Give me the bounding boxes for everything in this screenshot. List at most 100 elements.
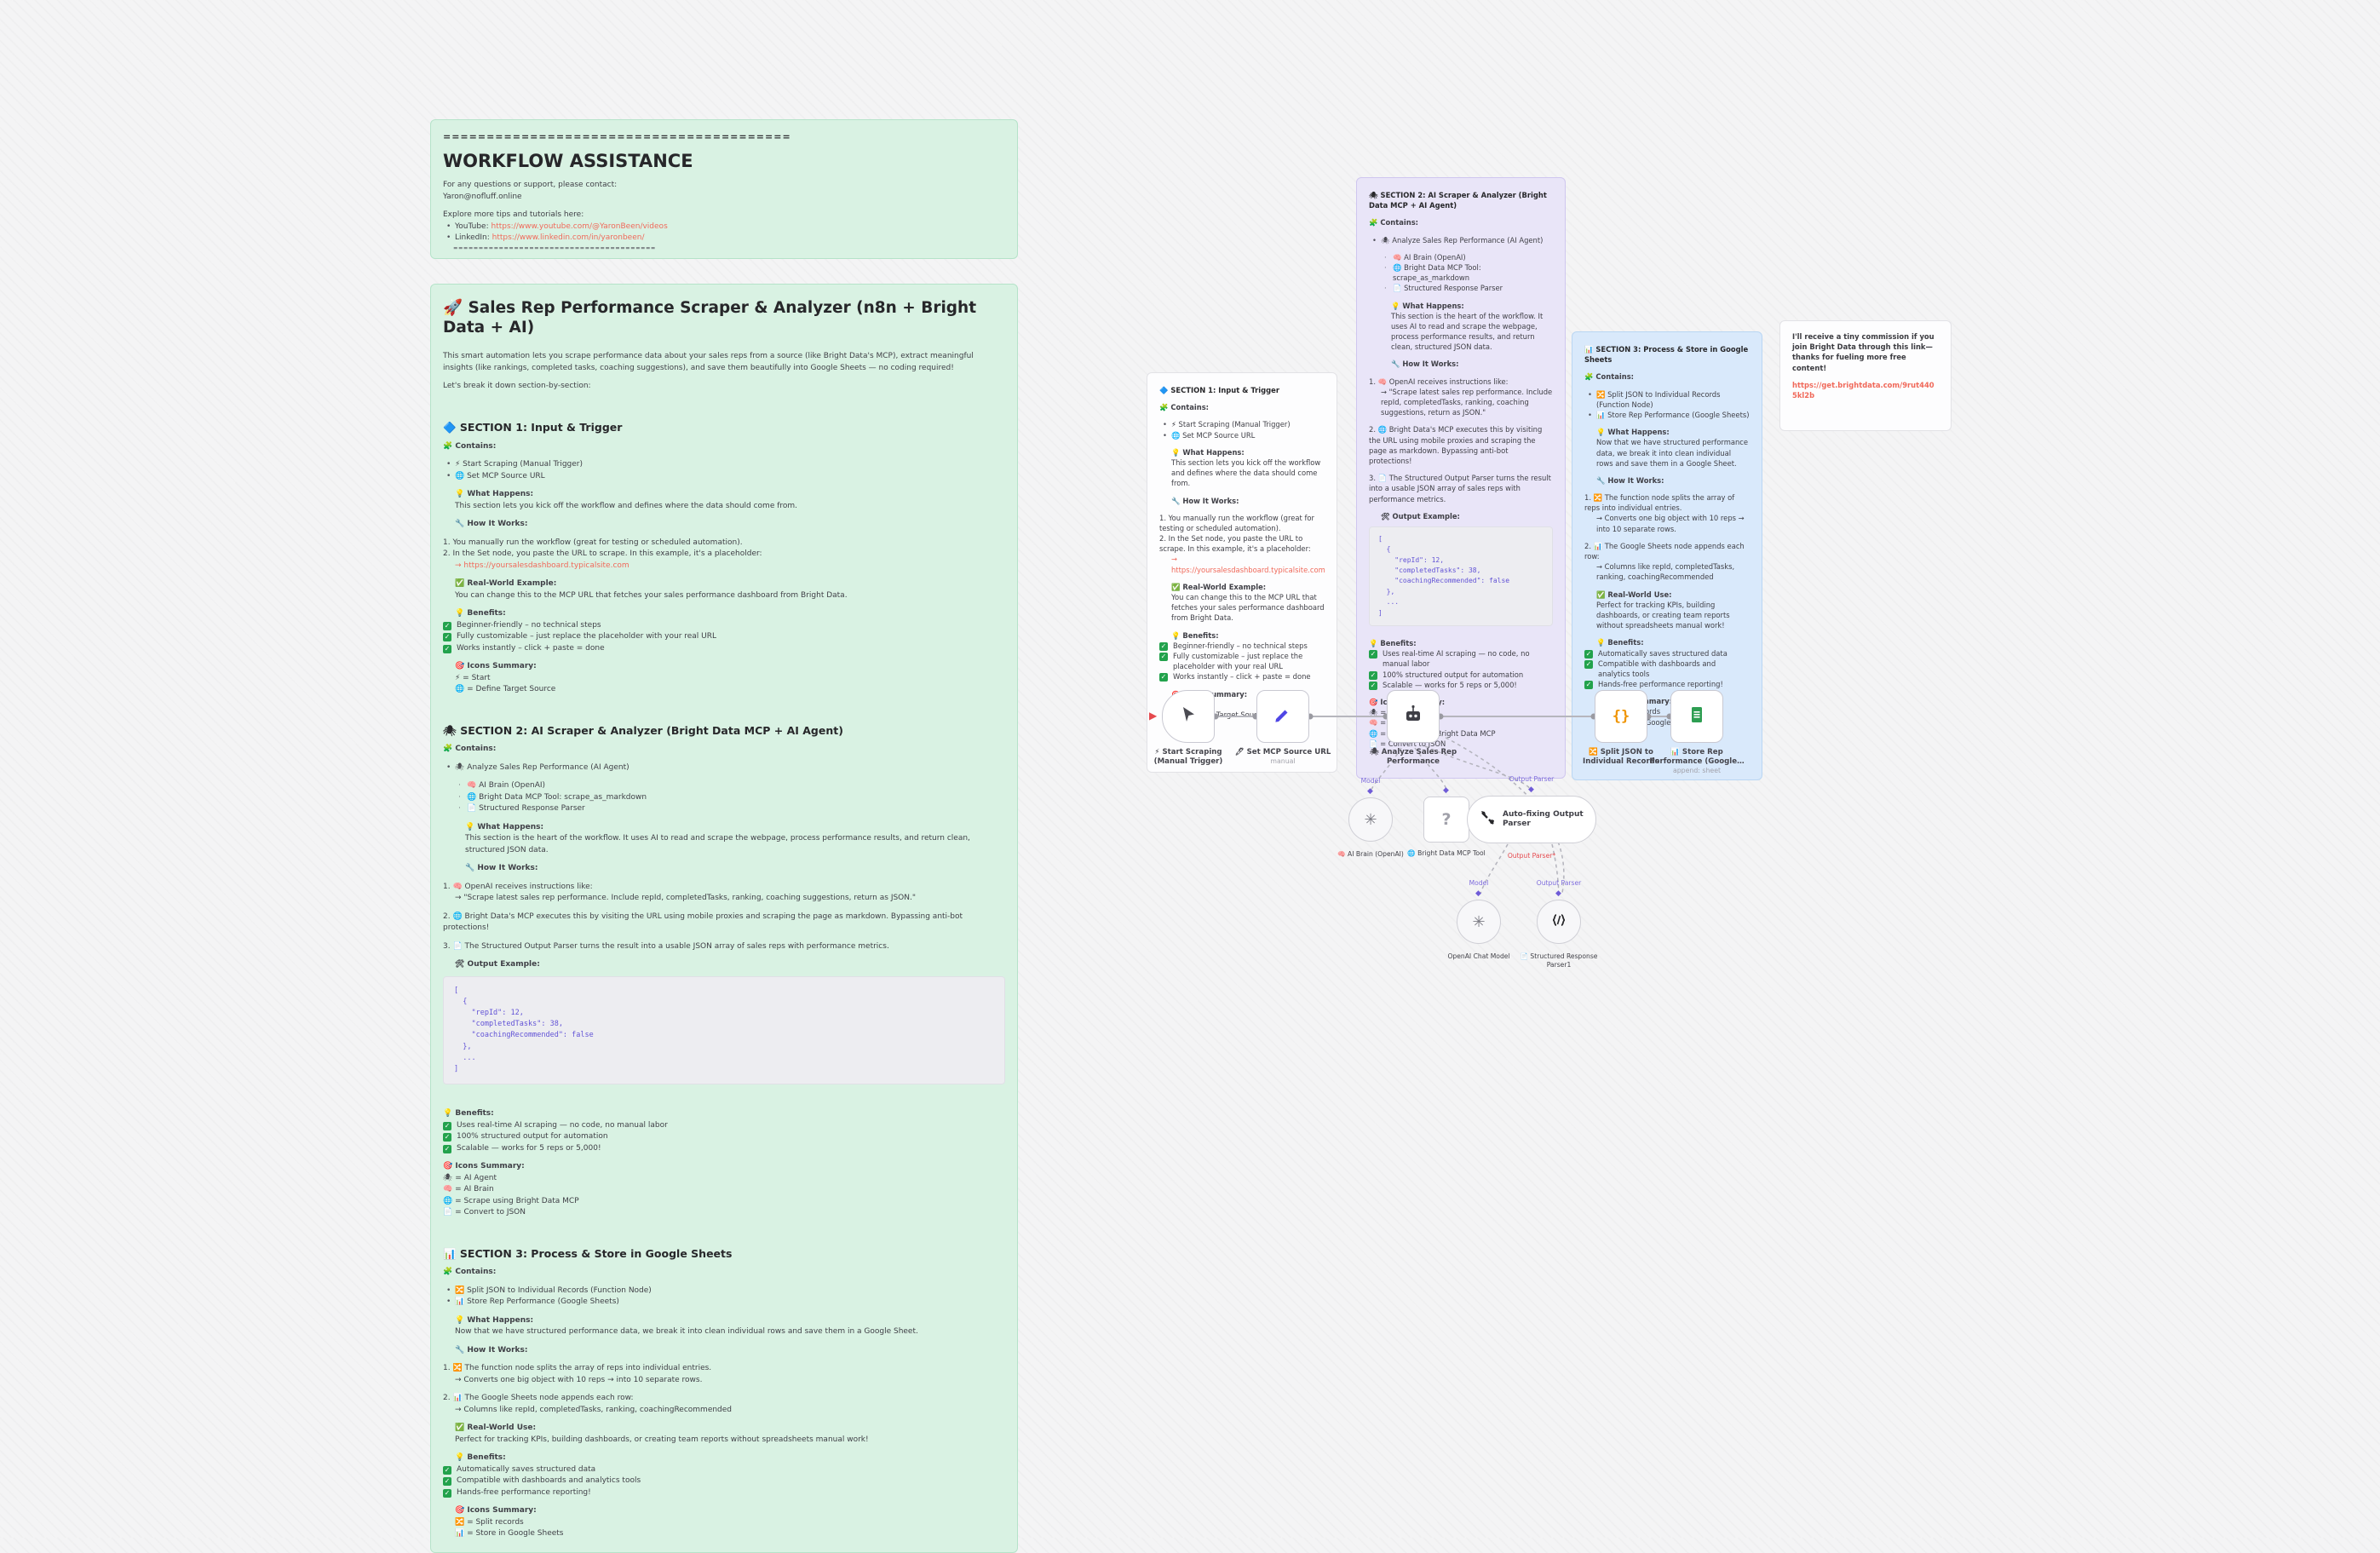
note-line bbox=[1159, 682, 1325, 689]
node-set-mcp-source-url[interactable] bbox=[1256, 690, 1309, 743]
subnode-label-structured-response-parser: 📄 Structured Response Parser1 bbox=[1520, 952, 1598, 969]
note-line bbox=[443, 1309, 1005, 1315]
note-line: 🧩 Contains: bbox=[443, 441, 497, 451]
note-benefit-line: ✓Compatible with dashboards and analytic… bbox=[1584, 659, 1716, 678]
sticky-note-main[interactable]: 🚀 Sales Rep Performance Scraper & Analyz… bbox=[430, 284, 1018, 1553]
node-start-scraping[interactable] bbox=[1162, 690, 1215, 743]
note-link[interactable]: https://get.brightdata.com/9rut4405kl2b bbox=[1792, 380, 1934, 400]
check-icon: ✓ bbox=[1159, 673, 1168, 682]
node-store-rep-performance[interactable] bbox=[1670, 690, 1723, 743]
connection-type-label: Output Parser bbox=[1509, 775, 1555, 783]
node-label-line1: 🖊 Set MCP Source URL bbox=[1234, 748, 1331, 756]
note-line: ⚡ = Start bbox=[455, 673, 491, 682]
note-benefit-line: ✓Hands-free performance reporting! bbox=[443, 1487, 591, 1498]
note-line bbox=[443, 572, 1005, 578]
note-line: 🌐 Set MCP Source URL bbox=[1159, 430, 1325, 440]
note-line bbox=[443, 1386, 1005, 1393]
note-line: Yaron@nofluff.online bbox=[443, 192, 522, 201]
note-line: → Converts one big object with 10 reps →… bbox=[455, 1375, 703, 1384]
note-line bbox=[443, 756, 1005, 762]
node-label-line2: Individual Records bbox=[1583, 757, 1659, 767]
note-link[interactable]: https://www.linkedin.com/in/yaronbeen/ bbox=[492, 233, 645, 242]
note-link[interactable]: → https://yoursalesdashboard.typicalsite… bbox=[1171, 555, 1325, 574]
note-line: 💡 What Happens: bbox=[455, 1315, 534, 1325]
note-line: 🎯 Icons Summary: bbox=[455, 1506, 537, 1516]
note-line: 💡 What Happens: bbox=[465, 822, 544, 831]
note-line: ✅ Real-World Use: bbox=[455, 1424, 537, 1433]
note-line: 🔧 How It Works: bbox=[455, 520, 528, 528]
note-line bbox=[443, 875, 1005, 882]
note-line bbox=[443, 1219, 1005, 1238]
note-benefit-line: ✓Automatically saves structured data bbox=[1584, 648, 1728, 659]
note-line: 📄 = Convert to JSON bbox=[443, 1208, 526, 1217]
note-line: ✅ Real-World Use: bbox=[1596, 590, 1672, 599]
note-line: 2. In the Set node, you paste the URL to… bbox=[1159, 534, 1311, 554]
node-label-line2: Performance (Google… bbox=[1649, 757, 1745, 767]
node-split-json-to-individual-records[interactable]: {} bbox=[1595, 690, 1647, 743]
subnode-ai-brain-openai[interactable]: ✳ bbox=[1348, 797, 1393, 842]
note-line: 🚀 Sales Rep Performance Scraper & Analyz… bbox=[443, 299, 977, 337]
note-line: I'll receive a tiny commission if you jo… bbox=[1792, 332, 1934, 372]
braces-icon: {} bbox=[1612, 708, 1630, 725]
sticky-note-commission[interactable]: I'll receive a tiny commission if you jo… bbox=[1779, 320, 1952, 431]
note-line bbox=[1159, 575, 1325, 582]
note-line: This section is the heart of the workflo… bbox=[1391, 311, 1544, 352]
sticky-note-section2[interactable]: 🕷 SECTION 2: AI Scraper & Analyzer (Brig… bbox=[1356, 177, 1566, 779]
note-benefit-line: ✓100% structured output for automation bbox=[443, 1132, 608, 1142]
note-line bbox=[443, 531, 1005, 538]
note-line bbox=[1159, 506, 1325, 513]
note-line: ✅ Real-World Example: bbox=[455, 579, 557, 588]
subnode-label-ai-brain-openai: 🧠 AI Brain (OpenAI) bbox=[1337, 850, 1404, 858]
note-line bbox=[443, 374, 1005, 381]
note-line: 🔷 SECTION 1: Input & Trigger bbox=[443, 420, 623, 434]
note-line bbox=[1369, 504, 1553, 511]
note-line: 🔧 How It Works: bbox=[465, 864, 538, 873]
note-line: ✅ Real-World Example: bbox=[1171, 582, 1267, 591]
note-line: 3. 📄 The Structured Output Parser turns … bbox=[443, 941, 889, 951]
subnode-auto-fixing-output-parser[interactable]: Auto-fixing Output Parser bbox=[1467, 796, 1596, 843]
note-line: This section is the heart of the workflo… bbox=[465, 834, 970, 854]
subnode-openai-chat-model[interactable]: ✳ bbox=[1457, 900, 1501, 944]
note-line: You can change this to the MCP URL that … bbox=[1171, 593, 1325, 623]
note-line: → Converts one big object with 10 reps →… bbox=[1596, 514, 1745, 533]
note-line: 1. You manually run the workflow (great … bbox=[443, 538, 743, 547]
note-line: For any questions or support, please con… bbox=[443, 181, 618, 189]
note-line bbox=[443, 952, 1005, 959]
subnode-structured-response-parser[interactable] bbox=[1537, 900, 1581, 944]
check-icon: ✓ bbox=[443, 1121, 451, 1130]
node-label-line1: 🔀 Split JSON to bbox=[1589, 748, 1653, 756]
note-line bbox=[443, 856, 1005, 863]
note-line: 🔀 = Split records bbox=[455, 1517, 524, 1527]
question-icon: ? bbox=[1441, 810, 1452, 829]
note-benefit-line: ✓Scalable — works for 5 reps or 5,000! bbox=[1369, 680, 1517, 690]
note-line: 🔧 How It Works: bbox=[1391, 359, 1459, 369]
note-line: 🧠 AI Brain (OpenAI) bbox=[1369, 252, 1553, 262]
subnode-label-bright-data-mcp-tool: 🌐 Bright Data MCP Tool bbox=[1407, 849, 1486, 857]
note-line: 🧩 Contains: bbox=[1369, 218, 1419, 227]
note-line bbox=[443, 1356, 1005, 1363]
pencil-icon bbox=[1273, 705, 1293, 728]
note-link[interactable]: → https://yoursalesdashboard.typicalsite… bbox=[455, 561, 629, 570]
check-icon: ✓ bbox=[443, 633, 451, 641]
note-line bbox=[443, 344, 1005, 351]
check-icon: ✓ bbox=[443, 1144, 451, 1153]
note-line: Let's break it down section-by-section: bbox=[443, 382, 591, 391]
note-line: 💡 Benefits: bbox=[455, 1453, 506, 1463]
subnode-bright-data-mcp-tool[interactable]: ? bbox=[1423, 797, 1469, 843]
execute-start-marker[interactable]: ▶ bbox=[1149, 710, 1158, 722]
note-line: 🌐 = Define Target Source bbox=[455, 685, 556, 693]
sticky-note-assistance[interactable]: ========================================… bbox=[430, 119, 1018, 259]
note-line: 📄 Structured Response Parser bbox=[443, 803, 1005, 815]
note-line: 📊 Store Rep Performance (Google Sheets) bbox=[1584, 410, 1750, 420]
node-analyze-sales-rep-performance[interactable] bbox=[1387, 690, 1440, 743]
note-line: Explore more tips and tutorials here: bbox=[443, 210, 584, 219]
note-benefit-line: ✓Fully customizable – just replace the p… bbox=[1159, 651, 1303, 671]
note-line bbox=[1584, 486, 1750, 492]
note-line: 1. 🔀 The function node splits the array … bbox=[1584, 493, 1735, 513]
note-line: 2. 🌐 Bright Data's MCP executes this by … bbox=[443, 912, 963, 933]
note-link[interactable]: https://www.youtube.com/@YaronBeen/video… bbox=[491, 221, 668, 231]
note-line: 2. 🌐 Bright Data's MCP executes this by … bbox=[1369, 425, 1543, 465]
note-line bbox=[443, 1416, 1005, 1423]
